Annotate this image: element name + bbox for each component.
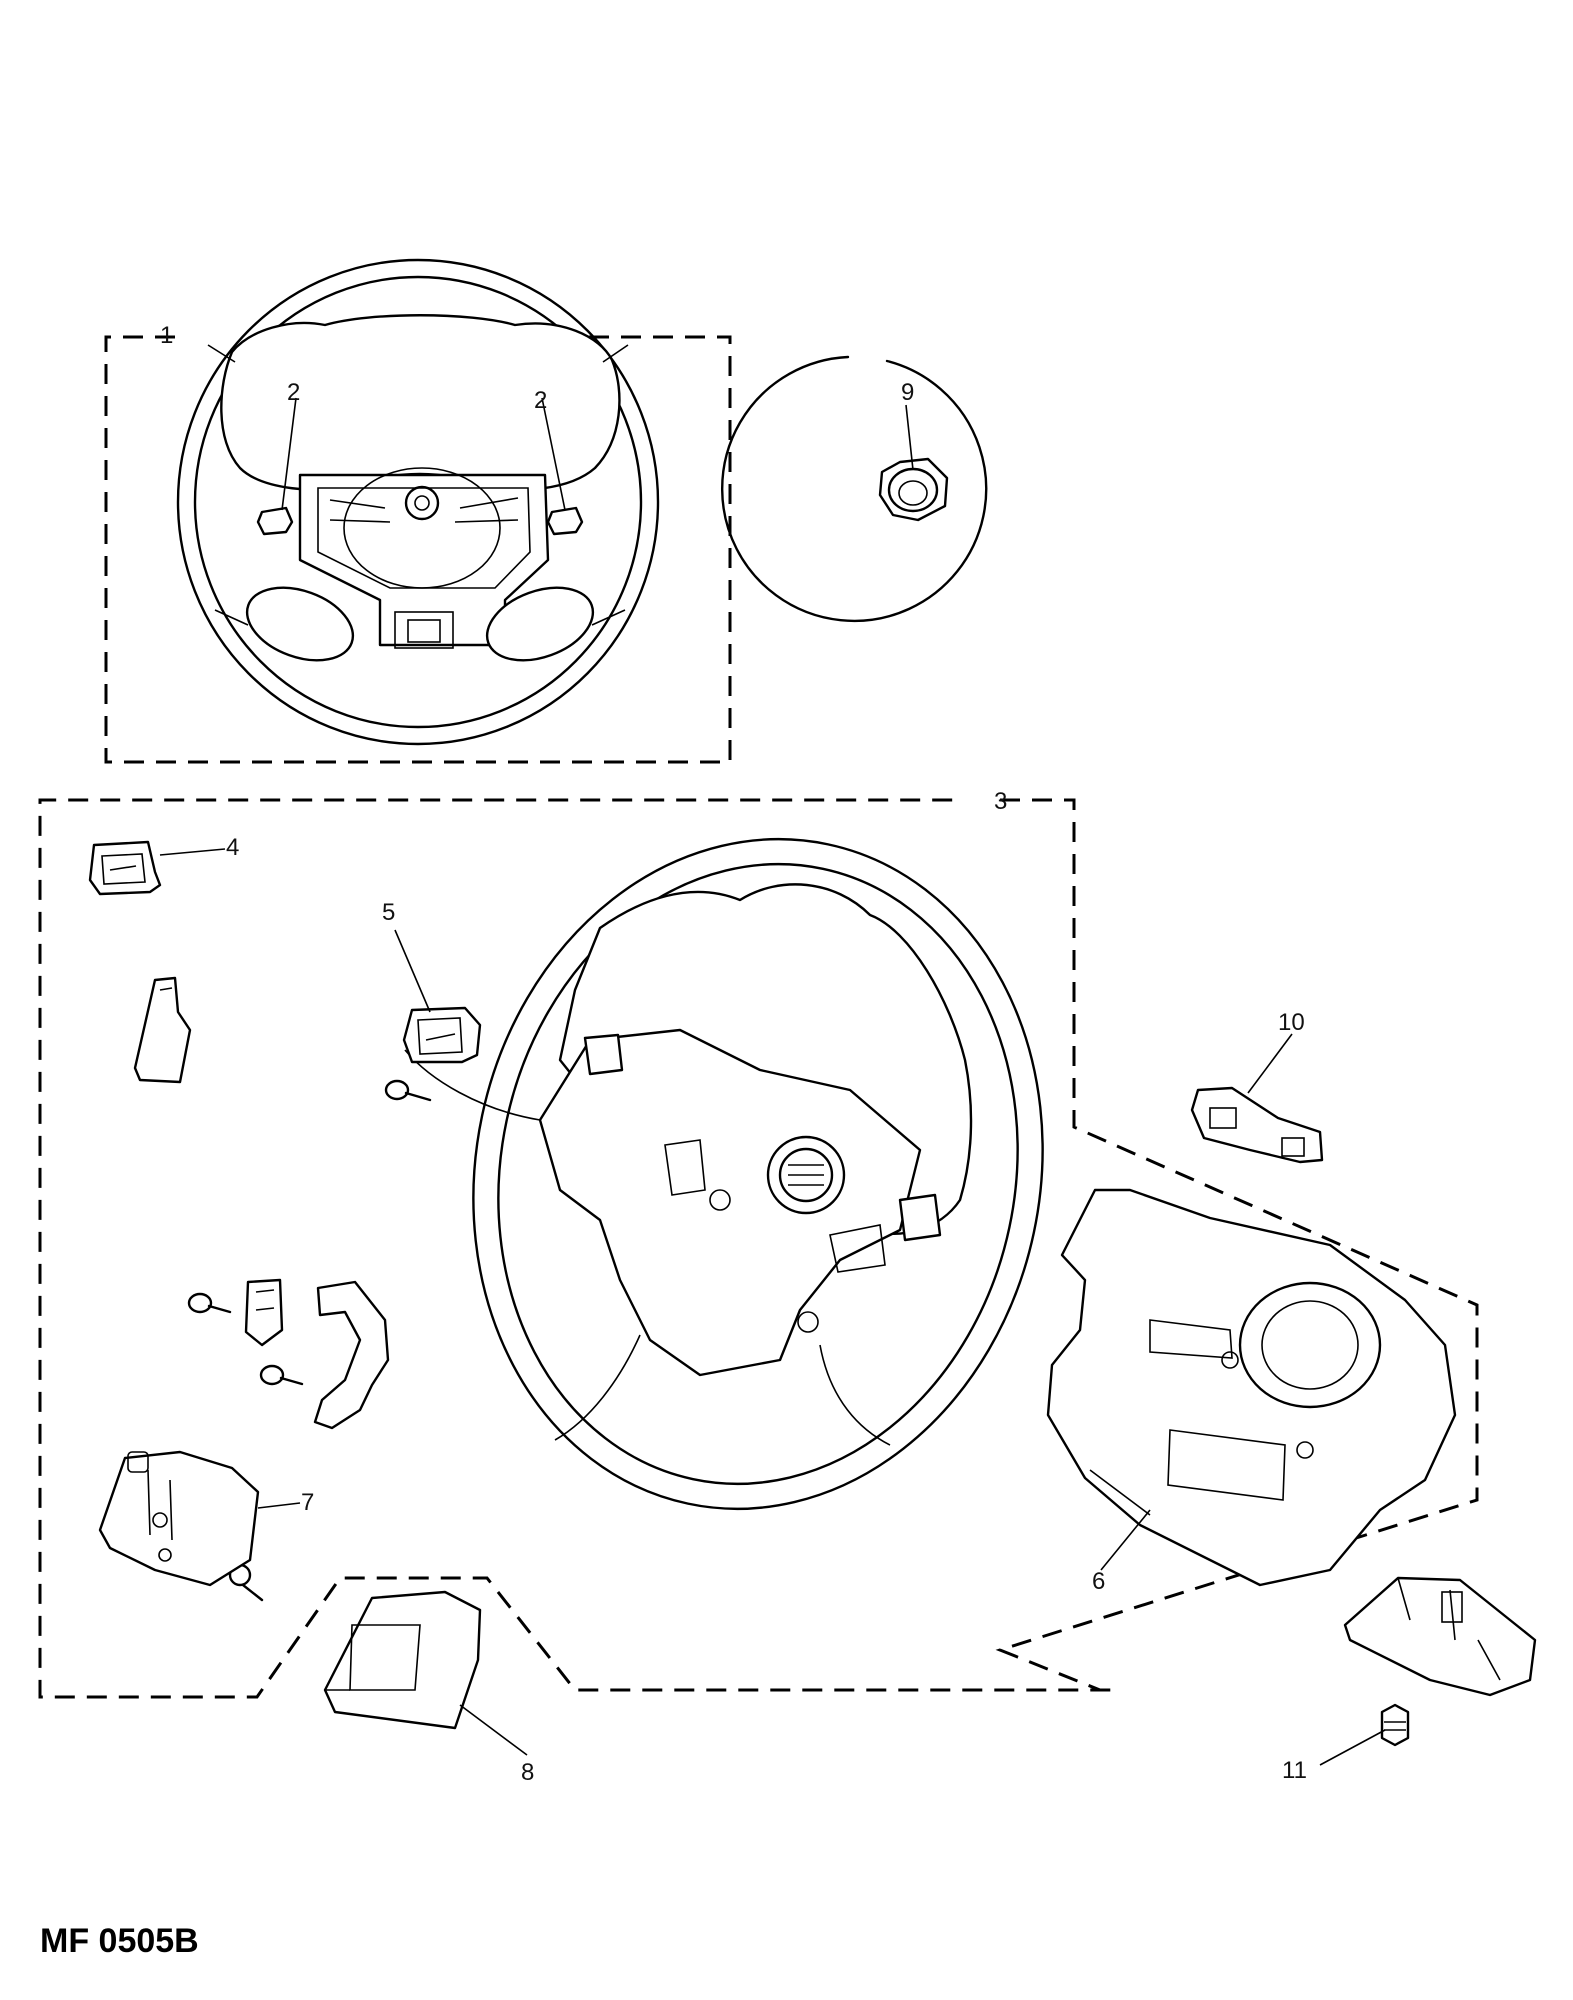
switch-5	[402, 1006, 482, 1064]
cover-8	[323, 1590, 482, 1730]
callout-10: 10	[1278, 1009, 1305, 1036]
callout-9: 9	[901, 379, 914, 406]
callout-labels: 1 2 2 3 4 5 6 7 8 9 10 11	[160, 322, 1307, 1786]
shroud-6	[1046, 1188, 1457, 1587]
clip-10	[1190, 1086, 1324, 1164]
screw	[384, 1079, 432, 1102]
trim-strip	[133, 976, 192, 1084]
switch-4	[88, 840, 162, 896]
callout-3: 3	[994, 788, 1007, 815]
callout-6: 6	[1092, 1568, 1105, 1595]
callout-4: 4	[226, 834, 239, 861]
callout-8: 8	[521, 1759, 534, 1786]
cover-7	[98, 1450, 260, 1587]
callout-2-left: 2	[287, 379, 300, 406]
screw-11	[1380, 1703, 1410, 1747]
callout-1: 1	[160, 322, 173, 349]
harness-bracket	[313, 1280, 390, 1430]
screw	[187, 1292, 232, 1314]
nut-detail-circle	[720, 355, 988, 623]
callout-7: 7	[301, 1489, 314, 1516]
assembly-3-boundary	[38, 798, 1479, 1699]
callout-11: 11	[1282, 1757, 1307, 1784]
screw	[259, 1364, 304, 1386]
steering-wheel	[404, 837, 1044, 1511]
callout-2-right: 2	[534, 387, 547, 414]
leader-lines	[159, 397, 1386, 1766]
bracket	[244, 1278, 284, 1347]
assembly-1-boundary	[104, 335, 732, 764]
callout-5: 5	[382, 899, 395, 926]
diagram-reference-code: MF 0505B	[40, 1922, 199, 1960]
steering-wheel-assembly	[176, 258, 660, 746]
lower-clip	[1343, 1576, 1537, 1697]
